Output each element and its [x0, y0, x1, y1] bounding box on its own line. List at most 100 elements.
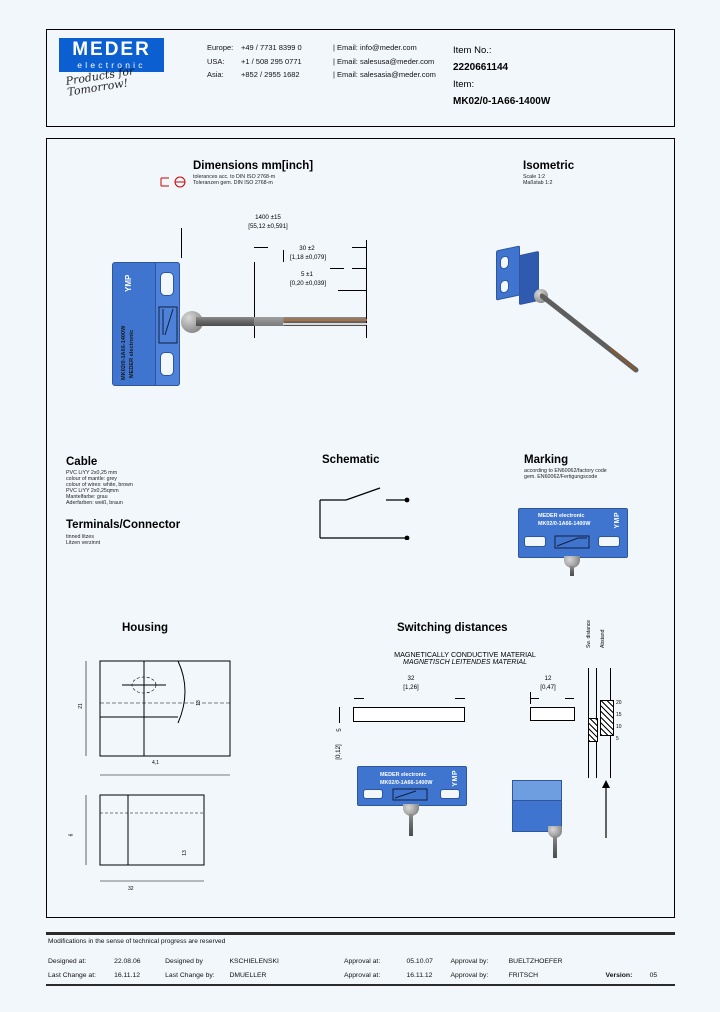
marking-cable	[570, 566, 574, 576]
switching-grommet	[403, 804, 419, 816]
contact-region: USA:	[207, 56, 225, 66]
approval-at-value: 05.10.07	[406, 957, 433, 965]
switching-reed-icon	[392, 788, 428, 801]
marking-label-code: YMP	[614, 512, 621, 529]
contact-email: | Email: info@meder.com	[333, 43, 417, 52]
last-change-by-value: DMUELLER	[229, 971, 267, 979]
marking-grommet	[564, 556, 580, 568]
switching-label-part: MK02/0-1A66-1400W	[380, 780, 433, 786]
dimensions-sub1: tolerances acc. to DIN ISO 2768-m	[193, 174, 276, 180]
version-value: 05	[649, 971, 658, 979]
target-plate-right	[530, 707, 575, 721]
isometric-scale-de: Maßstab 1:2	[523, 180, 553, 186]
dim-arrow-line	[352, 268, 366, 269]
footer-divider-bottom	[46, 984, 675, 986]
scale-tick-3: 5	[616, 736, 619, 742]
switching-title: Switching distances	[397, 622, 508, 634]
dim-arrow-line	[352, 247, 366, 248]
marking-label-body	[518, 508, 628, 558]
switching-hole-right	[440, 789, 460, 799]
item-no-value: 2220661144	[453, 62, 509, 73]
housing-dim-2: 13	[195, 700, 202, 706]
logo-sub-text: electronic	[59, 60, 164, 72]
meder-logo: MEDER electronic Products for Tomorrow!	[59, 38, 164, 99]
body-label-brand: MEDER electronic	[129, 329, 135, 378]
header-box: MEDER electronic Products for Tomorrow! …	[46, 29, 675, 127]
plate2-dim-arrow-left	[530, 698, 539, 699]
designed-at-value: 22.08.06	[114, 957, 141, 965]
projection-symbol-icon	[160, 176, 186, 188]
dimensions-title: Dimensions mm[inch]	[193, 160, 314, 172]
scale-caption-en: Sw. distance	[586, 619, 592, 648]
last-change-at-value: 16.11.12	[114, 971, 141, 979]
dim-tin-in: [0,20 ±0,039]	[289, 280, 327, 287]
dimensions-sub2: Toleranzen gem. DIN ISO 2768-m	[193, 180, 273, 186]
approval-at-label: Approval at:	[343, 957, 381, 965]
marking-label-brand: MEDER electronic	[538, 513, 585, 519]
contact-row: Asia: +852 / 2955 1682 | Email: salesasi…	[207, 68, 436, 82]
item-value: MK02/0-1A66-1400W	[453, 96, 551, 107]
housing-dim-1: 21	[77, 703, 84, 709]
contact-phone: +852 / 2955 1682	[241, 70, 300, 79]
plate-thk-mm: 5	[336, 728, 343, 732]
cable-line-0: PVC LiYY 2x0,25 mm	[66, 470, 118, 476]
plate2-len-mm: 12	[544, 675, 552, 682]
scale-caption-de: Abstand	[600, 629, 606, 648]
dim-arrow-line	[330, 268, 344, 269]
version-label: Version:	[605, 971, 633, 979]
housing-dim-3: 4,1	[152, 760, 159, 766]
plate2-dim-arrow-right	[565, 698, 574, 699]
item-info: Item No.: 2220661144 Item: MK02/0-1A66-1…	[453, 42, 550, 110]
dim-arrow-line	[352, 290, 366, 291]
isometric-scale-en: Scale 1:2	[523, 174, 546, 180]
housing-dim-5: 13	[181, 850, 188, 856]
contact-region: Europe:	[207, 43, 234, 52]
isometric-title: Isometric	[523, 160, 575, 172]
mounting-hole-bottom	[160, 352, 174, 376]
plate2-ext-line	[530, 692, 531, 704]
scale-hatched-zone-2	[588, 718, 598, 742]
marking-label-part: MK02/0-1A66-1400W	[538, 521, 591, 527]
switching-label-brand: MEDER electronic	[380, 772, 427, 778]
marking-reed-icon	[554, 535, 590, 549]
cable-strip-section	[254, 317, 284, 326]
plate-thickness-line	[339, 707, 340, 723]
cable-line-2: colour of wires: white, brown	[66, 482, 133, 488]
designed-at-label: Designed at:	[48, 957, 87, 965]
scale-tick-0: 20	[616, 700, 622, 706]
approval-at-value-2: 16.11.12	[406, 971, 433, 979]
marking-hole-right	[598, 536, 620, 547]
dim-ext-line	[181, 228, 182, 258]
dim-ext-line	[366, 240, 367, 338]
housing-title: Housing	[122, 622, 168, 634]
contact-row: USA: +1 / 508 295 0771 | Email: salesusa…	[207, 55, 436, 69]
plate-dim-arrow-left	[354, 698, 364, 699]
dim-length-mm: 1400 ±15	[255, 214, 281, 221]
target-plate-left	[353, 707, 465, 722]
marking-sub2: gem. EN60062/Fertigungscode	[524, 474, 598, 480]
cable-line-4: Mantelfarbe: grau	[66, 494, 108, 500]
cable-line-5: Aderfarben: weiß, braun	[66, 500, 123, 506]
last-change-by-label: Last Change by:	[165, 971, 215, 979]
approval-by-label-2: Approval by:	[450, 971, 489, 979]
scale-arrow-icon	[602, 780, 610, 838]
schematic-diagram-icon	[319, 487, 410, 540]
wire-white	[283, 323, 367, 325]
switching-material-de: MAGNETISCH LEITENDES MATERIAL	[403, 659, 527, 666]
cable-title: Cable	[66, 456, 98, 468]
dim-ext-line	[283, 250, 284, 262]
cable-grommet	[181, 311, 203, 333]
footer-note: Modifications in the sense of technical …	[48, 938, 226, 945]
dim-tin-mm: 5 ±1	[301, 271, 313, 278]
body-label-part: MK02/0-1A66-1400W	[121, 325, 127, 380]
dim-arrow-line	[254, 247, 268, 248]
designed-by-label: Designed by	[165, 957, 203, 965]
isometric-cable	[540, 293, 639, 373]
switching-cable-right	[553, 836, 557, 858]
dim-strip-mm: 30 ±2	[299, 245, 315, 252]
dim-ext-line	[254, 262, 255, 338]
contact-phone: +49 / 7731 8399 0	[241, 43, 302, 52]
schematic-title: Schematic	[322, 454, 380, 466]
contact-list: Europe: +49 / 7731 8399 0 | Email: info@…	[207, 41, 436, 82]
